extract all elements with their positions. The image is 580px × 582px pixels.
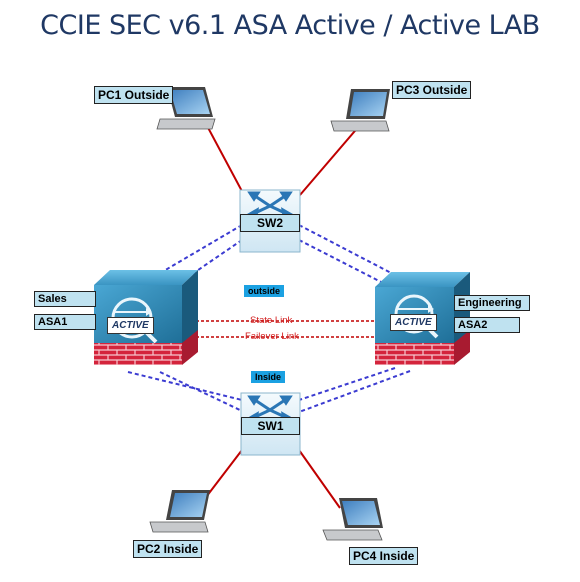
link-asa2-sw1-b [298,370,411,413]
outside-network-label: outside [244,285,285,297]
asa2-firewall-icon[interactable] [375,272,470,365]
link-sw2-asa2-a [298,224,396,276]
pc4-label: PC4 Inside [349,547,419,565]
pc3-label: PC3 Outside [392,81,472,99]
link-pc3-sw2 [299,124,361,196]
sales-context-label: Sales [34,291,96,307]
pc1-label: PC1 Outside [94,86,174,104]
asa1-label: ASA1 [34,314,96,330]
failover-links [166,320,378,338]
link-pc1-sw2 [204,121,245,196]
pc-links [199,121,361,509]
asa2-active-badge: ACTIVE [390,314,437,331]
pc4-laptop-icon[interactable] [322,498,383,541]
failover-link-label: Failover Link [245,331,299,342]
link-sw2-asa1-a [161,224,243,273]
diagram-title: CCIE SEC v6.1 ASA Active / Active LAB [40,10,540,41]
asa1-active-badge: ACTIVE [107,317,154,334]
inside-network-label: Inside [251,371,286,383]
pc1-laptop-icon[interactable] [156,87,216,130]
pc2-laptop-icon[interactable] [149,490,210,533]
state-link-label: State Link [250,315,293,326]
engineering-context-label: Engineering [454,295,530,311]
link-sw2-asa1-b [181,239,243,282]
blue-links [127,224,411,413]
link-sw1-pc4 [298,449,341,509]
asa1-firewall-icon[interactable] [94,270,198,365]
link-asa1-sw1-a [127,371,243,401]
link-sw2-asa2-b [298,239,386,285]
sw2-label: SW2 [240,214,300,232]
asa2-label: ASA2 [454,317,520,333]
sw1-label: SW1 [241,417,300,435]
link-asa1-sw1-b [159,371,243,412]
link-asa2-sw1-a [298,367,396,401]
pc3-laptop-icon[interactable] [330,89,390,132]
pc2-label: PC2 Inside [133,540,203,558]
